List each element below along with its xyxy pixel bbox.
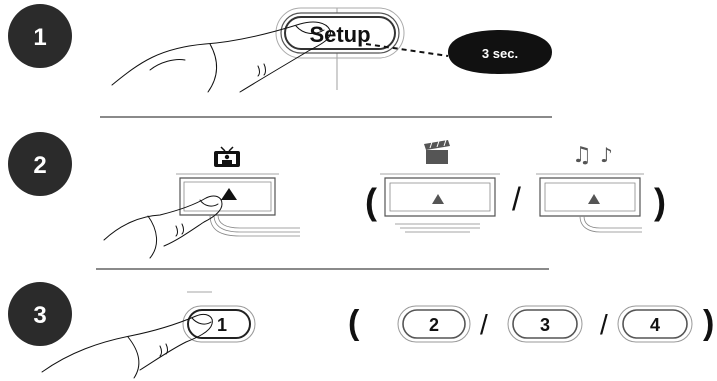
slash-separator: / [600,309,608,340]
open-paren: ( [365,181,377,222]
slash-separator: / [480,309,488,340]
setup-button-label: Setup [309,22,370,47]
number-button-1[interactable]: 1 [183,306,255,342]
slash-separator: / [512,181,521,217]
step-1: 1 Setup 3 sec. [8,4,552,92]
close-paren: ) [703,304,714,342]
up-triangle-icon [221,188,237,200]
step-number-2: 2 [33,152,46,179]
up-triangle-icon [432,194,444,204]
number-button-3-label: 3 [540,315,550,335]
open-paren: ( [348,304,360,342]
step-3: 3 1 ( 2 / 3 / [8,282,714,378]
setup-button[interactable]: Setup [276,8,404,58]
music-up-button[interactable] [536,174,644,232]
number-button-4-label: 4 [650,315,660,335]
clapperboard-icon [424,140,450,164]
step-number-1: 1 [33,24,46,51]
duration-callout-text: 3 sec. [482,46,518,61]
duration-callout: 3 sec. [448,30,552,74]
number-button-3[interactable]: 3 [508,306,582,342]
step-number-3: 3 [33,302,46,329]
music-notes-icon: ♫ ♪ [572,143,613,168]
number-button-2[interactable]: 2 [398,306,470,342]
tv-up-button[interactable] [176,174,300,236]
movie-up-button[interactable] [380,174,500,232]
number-button-4[interactable]: 4 [618,306,692,342]
step-2: 2 ( [8,132,666,258]
close-paren: ) [654,181,666,222]
svg-text:♫: ♫ [572,143,592,168]
svg-text:♪: ♪ [600,143,613,167]
hand-icon [104,196,222,258]
up-triangle-icon [588,194,600,204]
number-button-1-label: 1 [217,315,227,335]
step-badge-2: 2 [8,132,72,196]
step-badge-3: 3 [8,282,72,346]
step-badge-1: 1 [8,4,72,68]
number-button-2-label: 2 [429,315,439,335]
tv-icon [214,147,240,167]
